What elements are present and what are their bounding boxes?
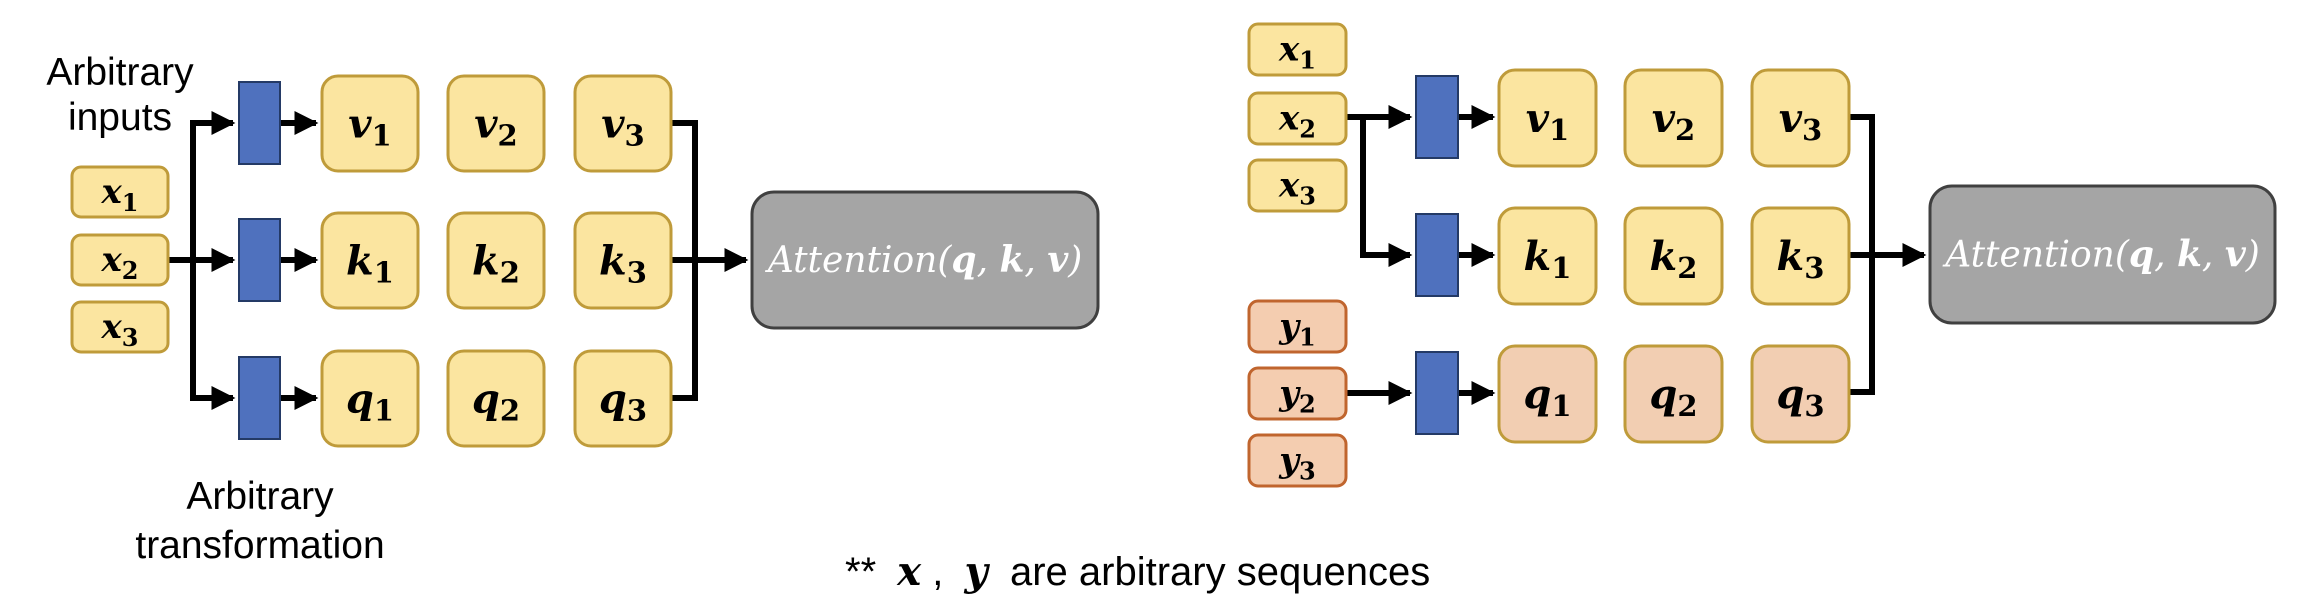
input-label-x3: x3 (1278, 166, 1316, 211)
input-label-x2: x2 (101, 240, 139, 285)
token-box-v2 (1623, 68, 1724, 168)
footnote-var-y: y (964, 548, 991, 595)
token-box-q2 (446, 349, 546, 448)
arbitrary-transformation-label-line2: transformation (135, 524, 384, 567)
self-attention-diagram: Arbitrary inputs Arbitrary transformatio… (46, 51, 1100, 567)
input-box-x2 (70, 233, 170, 287)
token-label-q3: q3 (599, 375, 647, 428)
token-box-k3 (1750, 206, 1851, 306)
attention-box-right (1928, 184, 2277, 325)
token-label-q2: q2 (1649, 371, 1697, 424)
token-label-v2: v2 (1652, 95, 1695, 148)
footnote-stars: ** (845, 550, 876, 594)
token-label-k2: k2 (472, 237, 520, 290)
input-label-y1: y1 (1278, 307, 1315, 352)
left-connectors (168, 111, 749, 410)
input-label-x3: x3 (101, 307, 139, 352)
transform-block-keys (1415, 213, 1459, 297)
token-box-k1 (1497, 206, 1598, 306)
right-nodes: x1 x2 x3 y1 y2 y3 v1 v2 v3 k1 k2 k3 q1 q2 q3 Attention(… (1247, 22, 2277, 488)
x2-to-key-transform-arrow (1360, 117, 1413, 267)
transform-block-keys (238, 218, 281, 302)
token-box-v2 (446, 74, 546, 173)
input-box-x1 (1247, 22, 1348, 77)
token-label-k1: k1 (346, 237, 394, 290)
input-label-y2: y2 (1278, 374, 1315, 419)
attention-box-right-formula: Attention(q, k, v) (1942, 234, 2260, 276)
right-connectors (1346, 105, 1927, 405)
input-label-x2: x2 (1278, 99, 1316, 144)
cross-attention-diagram: x1 x2 x3 y1 y2 y3 v1 v2 v3 k1 k2 k3 q1 q2 q3 Attention(… (1247, 22, 2277, 488)
left-nodes: x1 x2 x3 v1 v2 v3 k1 k2 k3 q1 q2 q3 Attention(q, k, … (70, 74, 1100, 448)
attention-box-left (750, 190, 1100, 330)
token-label-q1: q1 (346, 375, 394, 428)
token-label-v3: v3 (601, 100, 644, 153)
token-label-q1: q1 (1523, 371, 1571, 424)
footnote-comma: , (932, 550, 943, 594)
input-box-x2 (1247, 91, 1348, 146)
input-label-x1: x1 (101, 172, 139, 217)
token-box-k3 (573, 211, 673, 310)
transform-block-values (238, 81, 281, 165)
token-box-k1 (320, 211, 420, 310)
token-label-k2: k2 (1650, 233, 1698, 286)
token-box-q3 (1750, 344, 1851, 444)
token-box-k2 (1623, 206, 1724, 306)
token-label-q3: q3 (1776, 371, 1824, 424)
token-box-q1 (1497, 344, 1598, 444)
transform-block-values (1415, 75, 1459, 159)
token-box-v1 (1497, 68, 1598, 168)
input-box-x1 (70, 165, 170, 219)
token-label-v1: v1 (1526, 95, 1569, 148)
footnote: ** x , y are arbitrary sequences (845, 548, 1430, 595)
footnote-text: are arbitrary sequences (999, 550, 1430, 594)
attention-box-left-formula: Attention(q, k, v) (765, 239, 1083, 281)
transform-block-queries (238, 356, 281, 440)
input-label-y3: y3 (1278, 441, 1315, 486)
token-label-k3: k3 (599, 237, 647, 290)
token-label-k3: k3 (1777, 233, 1825, 286)
token-label-q2: q2 (472, 375, 520, 428)
token-box-q1 (320, 349, 420, 448)
token-label-v3: v3 (1779, 95, 1822, 148)
arbitrary-transformation-label-line1: Arbitrary (186, 475, 334, 518)
token-box-q3 (573, 349, 673, 448)
arbitrary-inputs-label-line2: inputs (68, 96, 172, 139)
footnote-var-x: x (896, 548, 922, 595)
input-label-x1: x1 (1278, 30, 1316, 75)
input-box-y3 (1247, 433, 1348, 488)
token-label-k1: k1 (1524, 233, 1572, 286)
input-box-x3 (70, 300, 170, 354)
token-box-q2 (1623, 344, 1724, 444)
token-box-v3 (573, 74, 673, 173)
token-label-v2: v2 (474, 100, 517, 153)
input-box-y1 (1247, 299, 1348, 354)
input-box-x3 (1247, 158, 1348, 213)
input-box-y2 (1247, 366, 1348, 421)
token-box-v3 (1750, 68, 1851, 168)
transform-block-queries (1415, 351, 1459, 435)
token-box-v1 (320, 74, 420, 173)
token-label-v1: v1 (348, 100, 391, 153)
bus-to-query-transform-arrow (190, 260, 236, 410)
arbitrary-inputs-label-line1: Arbitrary (46, 51, 194, 94)
token-box-k2 (446, 211, 546, 310)
